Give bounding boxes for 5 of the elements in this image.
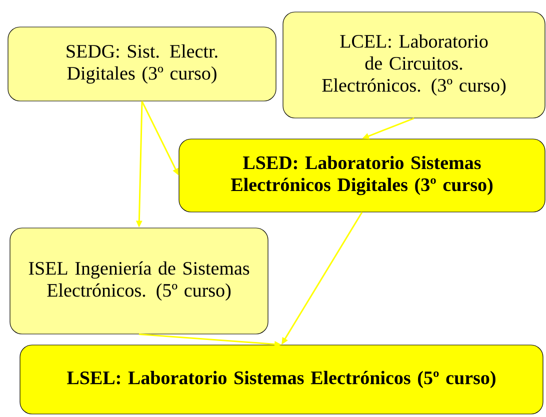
course-box: LSEL: Laboratorio Sistemas Electrónicos (5º curso): [20, 344, 544, 414]
course-box: LCEL: Laboratorio de Circuitos. Electrónicos. (3º curso): [282, 12, 546, 118]
course-box: LSED: Laboratorio Sistemas Electrónicos Digitales (3º curso): [178, 138, 546, 212]
course-box: SEDG: Sist. Electr. Digitales (3º curso): [8, 26, 276, 102]
course-box: ISEL Ingeniería de Sistemas Electrónicos. (5º curso): [10, 228, 268, 334]
